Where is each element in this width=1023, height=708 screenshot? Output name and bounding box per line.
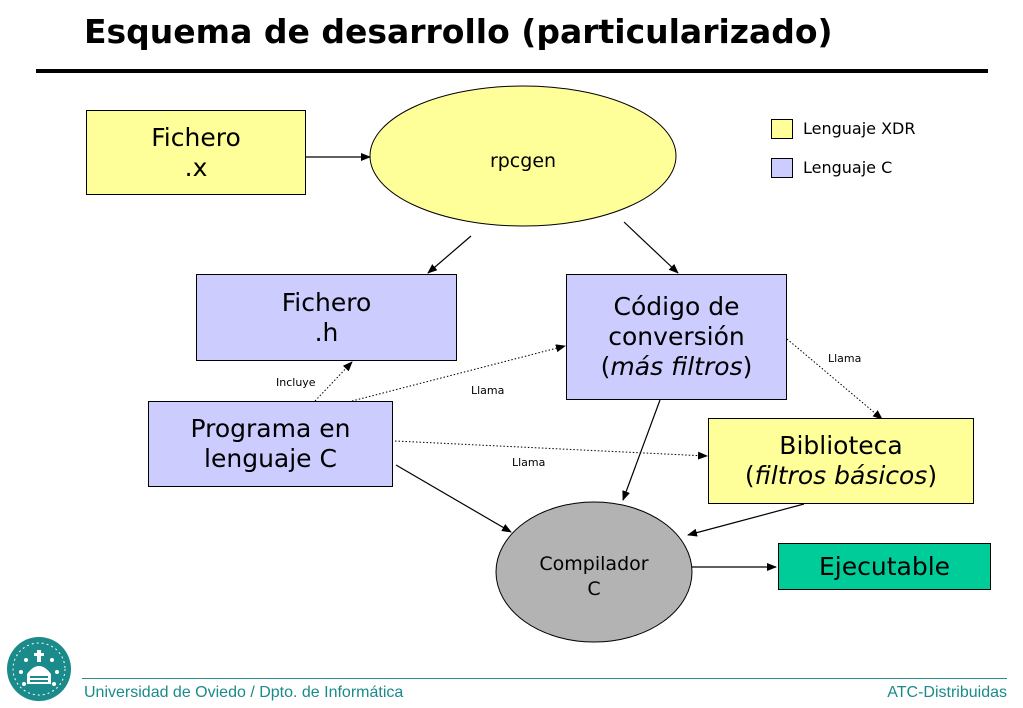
title-divider <box>36 69 988 73</box>
footer-divider <box>82 678 1007 679</box>
fichero-h-line2: .h <box>314 317 339 347</box>
edge-label-llama-codigo: Llama <box>471 384 505 397</box>
arrow-programa-calls-codigo <box>351 344 566 402</box>
legend-swatch-xdr <box>771 119 793 139</box>
fichero-x-line2: .x <box>184 152 208 182</box>
arrow-programa-to-compilador <box>395 464 512 533</box>
programa-line2: lenguaje C <box>204 444 337 473</box>
compilador-ellipse <box>495 501 693 643</box>
fichero-x-line1: Fichero <box>151 122 241 152</box>
page-title: Esquema de desarrollo (particularizado) <box>84 12 833 51</box>
edge-label-incluye: Incluye <box>276 376 316 389</box>
legend-label-c: Lenguaje C <box>803 158 893 177</box>
edge-label-llama-codigo-biblioteca: Llama <box>828 352 862 365</box>
biblioteca-line2: (filtros básicos) <box>745 461 937 491</box>
rpcgen-label: rpcgen <box>489 150 557 172</box>
arrow-codigo-to-compilador <box>622 399 661 501</box>
programa-box: Programa en lenguaje C <box>148 401 393 487</box>
compilador-line1: Compilador <box>539 553 649 575</box>
footer-course: ATC-Distribuidas <box>887 684 1007 701</box>
codigo-conversion-box: Código de conversión (más filtros) <box>566 274 787 400</box>
codigo-line2: conversión <box>608 322 745 351</box>
legend-swatch-c <box>771 158 793 178</box>
university-seal-icon <box>7 637 71 701</box>
biblioteca-paren-open: ( <box>744 461 755 490</box>
legend-label-xdr: Lenguaje XDR <box>803 119 916 138</box>
codigo-paren-close: ) <box>742 352 753 381</box>
arrow-biblioteca-to-compilador <box>687 503 805 537</box>
arrow-rpcgen-to-codigo <box>623 221 679 274</box>
codigo-line3: (más filtros) <box>601 352 753 382</box>
biblioteca-box: Biblioteca (filtros básicos) <box>708 418 974 504</box>
fichero-h-line1: Fichero <box>281 287 372 317</box>
ejecutable-box: Ejecutable <box>778 543 991 590</box>
arrow-programa-includes-fichero-h <box>314 361 353 402</box>
edge-label-llama-biblioteca: Llama <box>512 456 546 469</box>
biblioteca-paren-close: ) <box>927 461 938 490</box>
biblioteca-line1: Biblioteca <box>779 431 903 460</box>
arrow-programa-calls-biblioteca <box>394 440 708 460</box>
codigo-line1: Código de <box>613 292 740 321</box>
footer-institution: Universidad de Oviedo / Dpto. de Informá… <box>84 684 404 701</box>
arrow-rpcgen-to-fichero-h <box>427 235 472 274</box>
arrow-codigo-calls-biblioteca <box>786 338 883 420</box>
codigo-italic: más filtros <box>610 352 743 381</box>
compilador-line2: C <box>587 578 601 600</box>
fichero-x-box: Fichero .x <box>86 110 306 195</box>
compilador-label: Compilador C <box>504 552 684 602</box>
biblioteca-italic: filtros básicos <box>754 461 928 490</box>
programa-line1: Programa en <box>190 414 351 443</box>
ejecutable-label: Ejecutable <box>818 551 951 581</box>
fichero-h-box: Fichero .h <box>196 274 457 361</box>
codigo-paren-open: ( <box>600 352 611 381</box>
